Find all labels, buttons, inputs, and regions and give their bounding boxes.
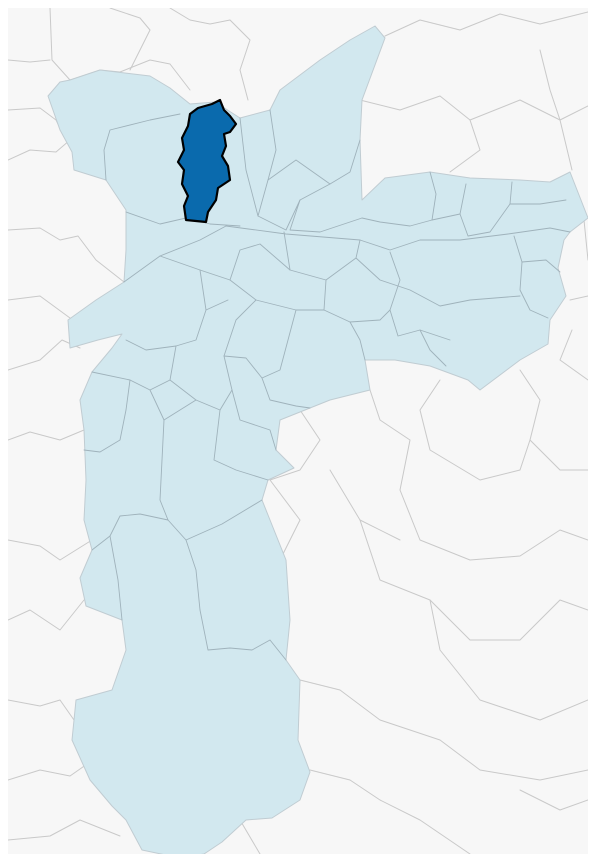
district-border: [257, 109, 277, 217]
context-border: [419, 379, 531, 481]
context-border: [8, 295, 71, 319]
selected-district-group: [176, 98, 238, 224]
context-border: [109, 8, 151, 71]
context-border: [359, 519, 588, 641]
context-border: [8, 599, 85, 631]
district-border: [205, 299, 229, 311]
surrounding-municipalities: [8, 8, 588, 854]
district-highlighted[interactable]: [176, 98, 238, 224]
district-border: [419, 329, 447, 367]
district-border: [185, 499, 263, 541]
context-border: [569, 295, 588, 301]
context-border: [559, 119, 573, 171]
map-frame: [8, 8, 588, 854]
district-border: [349, 321, 366, 361]
context-border: [8, 761, 91, 781]
context-border: [449, 119, 481, 173]
district-border: [149, 389, 197, 421]
context-border: [429, 599, 588, 721]
district-border: [167, 519, 287, 661]
district-border: [159, 255, 325, 311]
context-border: [299, 679, 588, 781]
context-border: [329, 469, 401, 541]
context-border: [519, 369, 588, 471]
district-border: [231, 389, 277, 451]
context-border: [519, 789, 588, 811]
district-border: [213, 409, 269, 481]
context-border: [8, 139, 71, 161]
context-border: [559, 329, 588, 381]
district-border: [91, 419, 169, 551]
district-border: [513, 235, 549, 319]
district-border: [223, 299, 297, 379]
district-border: [103, 113, 181, 181]
district-border: [125, 269, 207, 351]
context-border: [8, 699, 75, 721]
district-border: [355, 257, 521, 307]
context-border: [8, 339, 81, 371]
context-border: [169, 8, 251, 101]
district-border: [261, 377, 311, 409]
district-border: [459, 181, 513, 237]
context-border: [269, 409, 321, 481]
context-border: [8, 819, 121, 841]
city-boundary[interactable]: [47, 25, 588, 854]
context-border: [8, 227, 125, 283]
city-area: [47, 25, 588, 854]
district-border: [389, 251, 451, 341]
district-border: [109, 535, 123, 621]
district-border: [361, 171, 437, 227]
context-border: [8, 59, 51, 63]
district-border: [91, 371, 171, 391]
choropleth-map[interactable]: [8, 8, 588, 854]
context-border: [583, 219, 588, 261]
context-border: [384, 11, 588, 37]
context-border: [8, 539, 93, 561]
context-border: [359, 95, 588, 121]
district-border: [83, 379, 131, 453]
context-border: [539, 49, 561, 121]
context-border: [8, 429, 85, 441]
district-border: [289, 199, 363, 233]
context-border: [369, 389, 588, 561]
district-border: [229, 243, 291, 281]
context-border: [269, 479, 301, 561]
district-border: [169, 345, 233, 411]
district-border: [267, 159, 331, 185]
district-border: [239, 117, 361, 231]
district-border: [225, 225, 571, 251]
context-border: [309, 769, 471, 854]
context-border: [239, 819, 261, 854]
district-border: [509, 199, 567, 205]
district-border: [123, 225, 227, 283]
district-border: [521, 259, 561, 273]
